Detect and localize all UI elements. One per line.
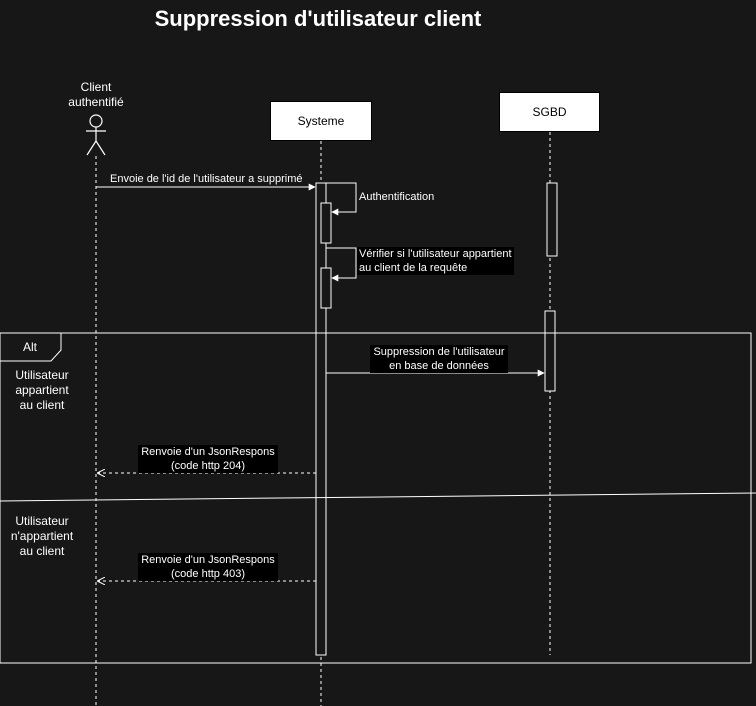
alt-fragment-tag	[0, 332, 62, 362]
participant-client-label: Client authentifié	[68, 80, 124, 109]
alt-guard-1-label: Utilisateur appartient au client	[15, 368, 69, 412]
message-verify-label: Vérifier si l'utilisateur appartient au …	[357, 247, 514, 275]
systeme-activation-main	[315, 182, 327, 656]
alt-operator-label: Alt	[23, 340, 38, 354]
participant-sgbd-box: SGBD	[499, 92, 600, 132]
message-auth-label: Authentification	[359, 191, 435, 203]
alt-fragment-divider	[0, 492, 756, 502]
message-resp-403-label: Renvoie d'un JsonRespons (code http 403)	[138, 553, 278, 581]
actor-stick-figure-icon	[86, 114, 106, 156]
participant-systeme-label: Systeme	[297, 114, 345, 128]
diagram-title: Suppression d'utilisateur client	[154, 6, 482, 31]
sgbd-activation-2	[544, 310, 556, 392]
message-delete-label: Suppression de l'utilisateur en base de …	[370, 345, 508, 373]
systeme-activation-verify	[320, 267, 332, 309]
alt-fragment-frame	[0, 332, 752, 664]
message-send-id-label: Envoie de l'id de l'utilisateur a suppri…	[110, 173, 303, 185]
message-resp-204-label: Renvoie d'un JsonRespons (code http 204)	[138, 445, 278, 473]
participant-sgbd-label: SGBD	[532, 105, 567, 119]
sgbd-activation-1	[546, 182, 558, 257]
alt-guard-2-label: Utilisateur n'appartient au client	[10, 514, 74, 558]
participant-systeme-box: Systeme	[270, 101, 372, 141]
message-verify-arrow	[326, 247, 357, 282]
message-auth-arrow	[326, 182, 357, 216]
systeme-activation-auth	[320, 202, 332, 244]
